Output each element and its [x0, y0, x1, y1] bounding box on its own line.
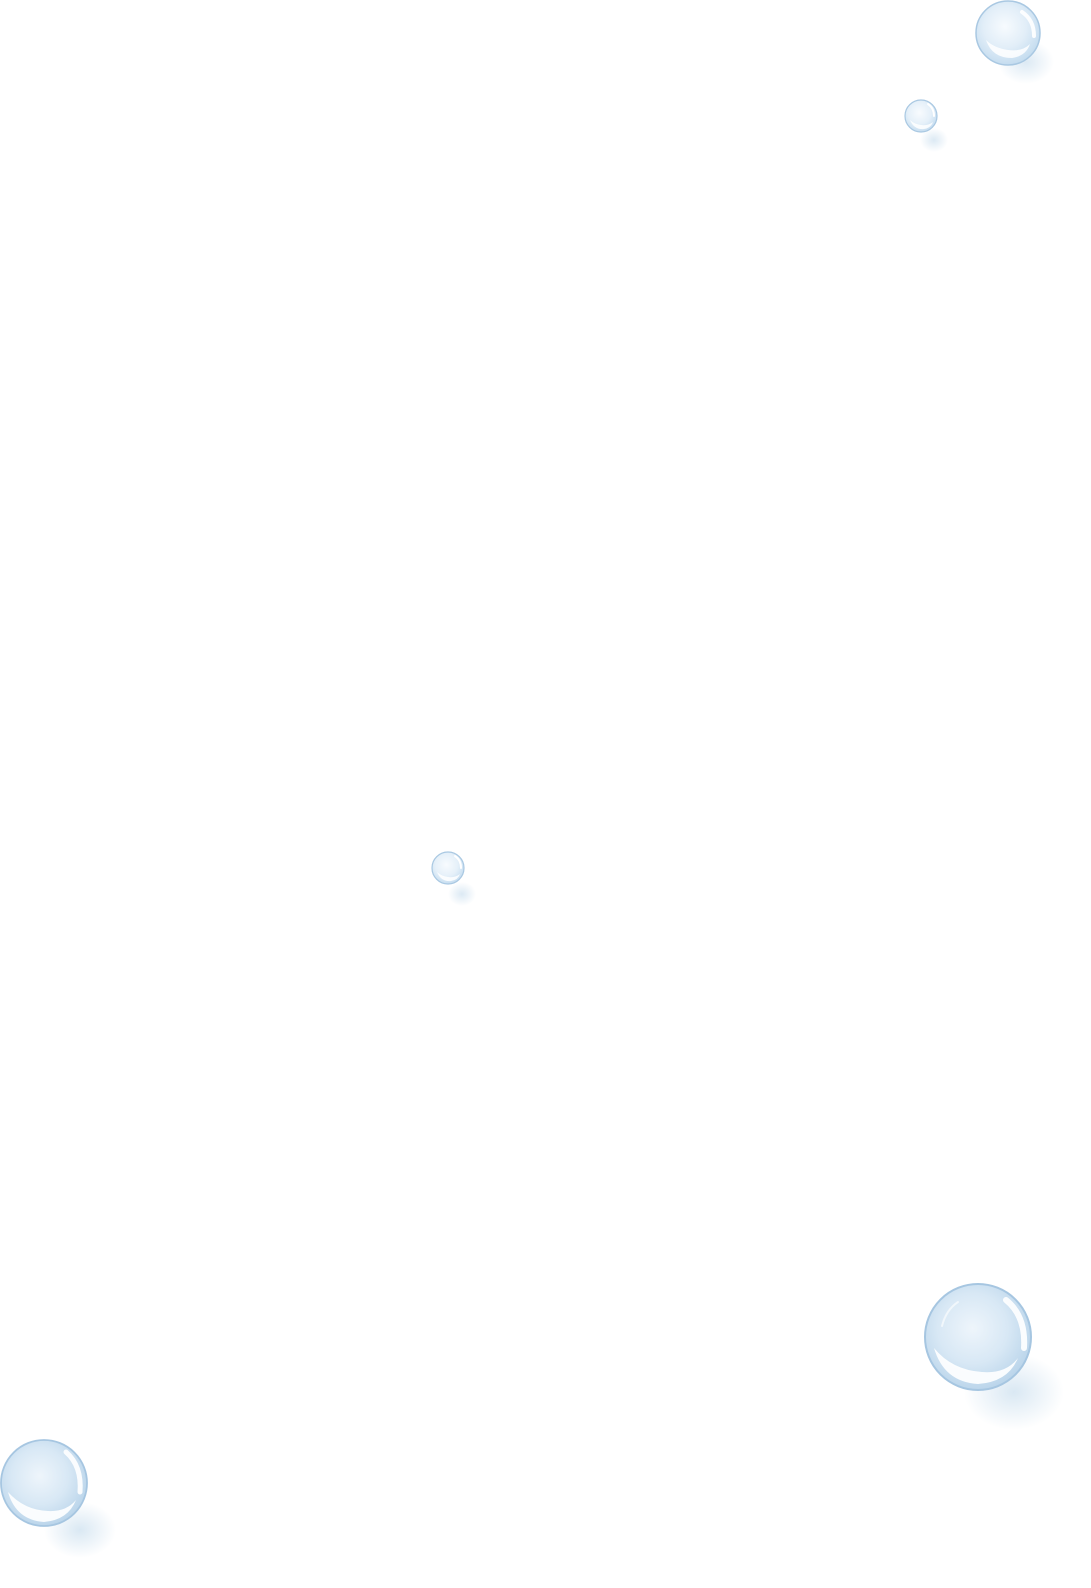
water-bubble-icon [922, 1282, 1072, 1432]
water-bubble-icon [0, 1438, 125, 1563]
water-bubble-icon [430, 850, 482, 912]
water-bubble-icon [974, 0, 1064, 90]
water-bubble-icon [904, 98, 954, 158]
